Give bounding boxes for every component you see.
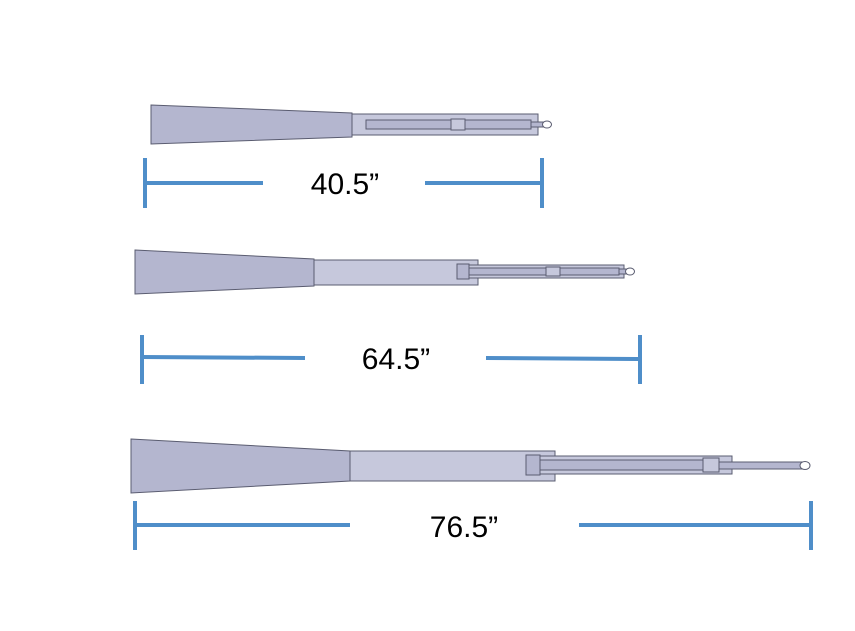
dimension-partially-extended xyxy=(140,335,642,384)
rod-eyelet xyxy=(799,461,811,470)
dimension-label-collapsed: 40.5” xyxy=(311,168,379,201)
inner-rod xyxy=(539,459,709,471)
rod-eyelet xyxy=(625,267,635,276)
inner-rod xyxy=(468,267,620,276)
dimension-label-partially-extended: 64.5” xyxy=(362,343,430,376)
tapered-blade xyxy=(150,104,353,145)
tube-collar xyxy=(456,263,470,280)
tool-collapsed xyxy=(150,104,552,145)
inner-tube xyxy=(365,119,532,130)
outer-sleeve xyxy=(313,259,479,286)
dimension-label-fully-extended: 76.5” xyxy=(430,511,498,544)
tool-fully-extended xyxy=(130,438,811,494)
dimension-fully-extended xyxy=(133,501,813,550)
tool-partially-extended xyxy=(134,249,635,295)
tube-collar xyxy=(450,118,466,131)
outer-sleeve xyxy=(349,450,556,482)
dimension-line-left xyxy=(141,355,306,360)
rod-collar xyxy=(545,266,561,277)
rod-eyelet xyxy=(542,120,552,129)
dimension-line-right xyxy=(485,356,641,361)
tapered-blade xyxy=(130,438,351,494)
tapered-blade xyxy=(134,249,315,295)
rod xyxy=(718,461,805,470)
dimension-collapsed xyxy=(143,158,544,208)
tube-collar xyxy=(525,454,541,476)
rod-collar xyxy=(702,457,720,473)
